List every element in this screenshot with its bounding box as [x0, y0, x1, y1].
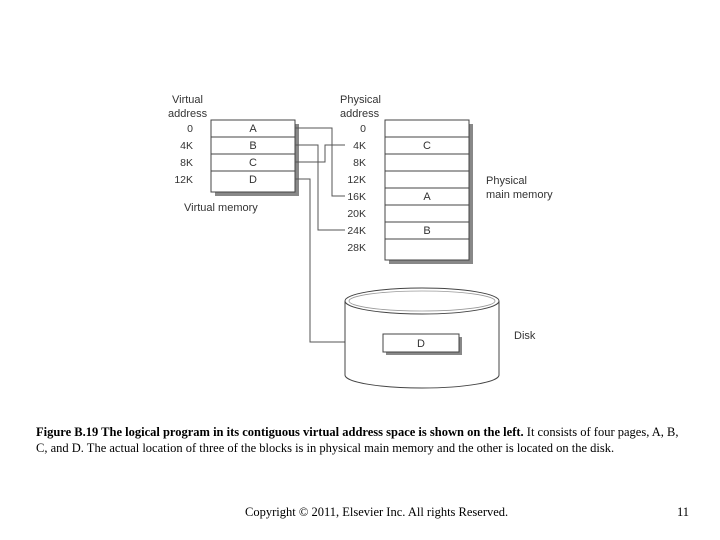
physical-address-header-line1: Physical — [340, 94, 381, 106]
physical-address-label: 12K — [347, 174, 366, 186]
virtual-page-d: D — [249, 174, 257, 186]
virtual-page-b: B — [249, 140, 256, 152]
physical-memory-label-line2: main memory — [486, 189, 553, 201]
physical-memory-label-line1: Physical — [486, 175, 527, 187]
physical-address-label: 0 — [360, 123, 366, 135]
physical-frame-a: A — [423, 191, 431, 203]
physical-address-label: 28K — [347, 242, 366, 254]
disk-label: Disk — [514, 330, 536, 342]
virtual-address-label: 12K — [174, 174, 193, 186]
figure-caption: Figure B.19 The logical program in its c… — [36, 424, 686, 456]
physical-frame-c: C — [423, 140, 431, 152]
mapping-line-b — [295, 144, 345, 231]
disk-cylinder-top-inner — [348, 290, 496, 312]
physical-address-label: 16K — [347, 191, 366, 203]
physical-address-header-line2: address — [340, 108, 380, 120]
physical-address-label: 4K — [353, 140, 366, 152]
mapping-line-a — [295, 127, 345, 197]
physical-address-label: 24K — [347, 225, 366, 237]
physical-address-label: 8K — [353, 157, 366, 169]
caption-text: It consists of four pages, A, B, C, and … — [36, 425, 679, 455]
physical-memory-box — [384, 119, 470, 261]
disk-cylinder-top — [344, 287, 500, 315]
disk-page-box — [382, 333, 460, 353]
virtual-memory-box — [210, 119, 296, 193]
virtual-address-header-line1: Virtual — [172, 94, 203, 106]
physical-frame-b: B — [423, 225, 430, 237]
virtual-page-a: A — [249, 123, 257, 135]
virtual-address-header-line2: address — [168, 108, 208, 120]
disk-page-d: D — [417, 338, 425, 350]
virtual-page-c: C — [249, 157, 257, 169]
caption-bold: Figure B.19 The logical program in its c… — [36, 425, 524, 439]
copyright-footer: Copyright © 2011, Elsevier Inc. All righ… — [245, 505, 509, 519]
virtual-address-label: 0 — [187, 123, 193, 135]
mapping-line-c — [295, 144, 345, 163]
virtual-memory-label: Virtual memory — [184, 202, 258, 214]
virtual-address-label: 4K — [180, 140, 193, 152]
virtual-address-label: 8K — [180, 157, 193, 169]
virtual-memory-diagram: Virtual address 0 4K 8K 12K A B C D Virt… — [168, 94, 553, 389]
page-number: 11 — [677, 505, 690, 519]
physical-address-label: 20K — [347, 208, 366, 220]
